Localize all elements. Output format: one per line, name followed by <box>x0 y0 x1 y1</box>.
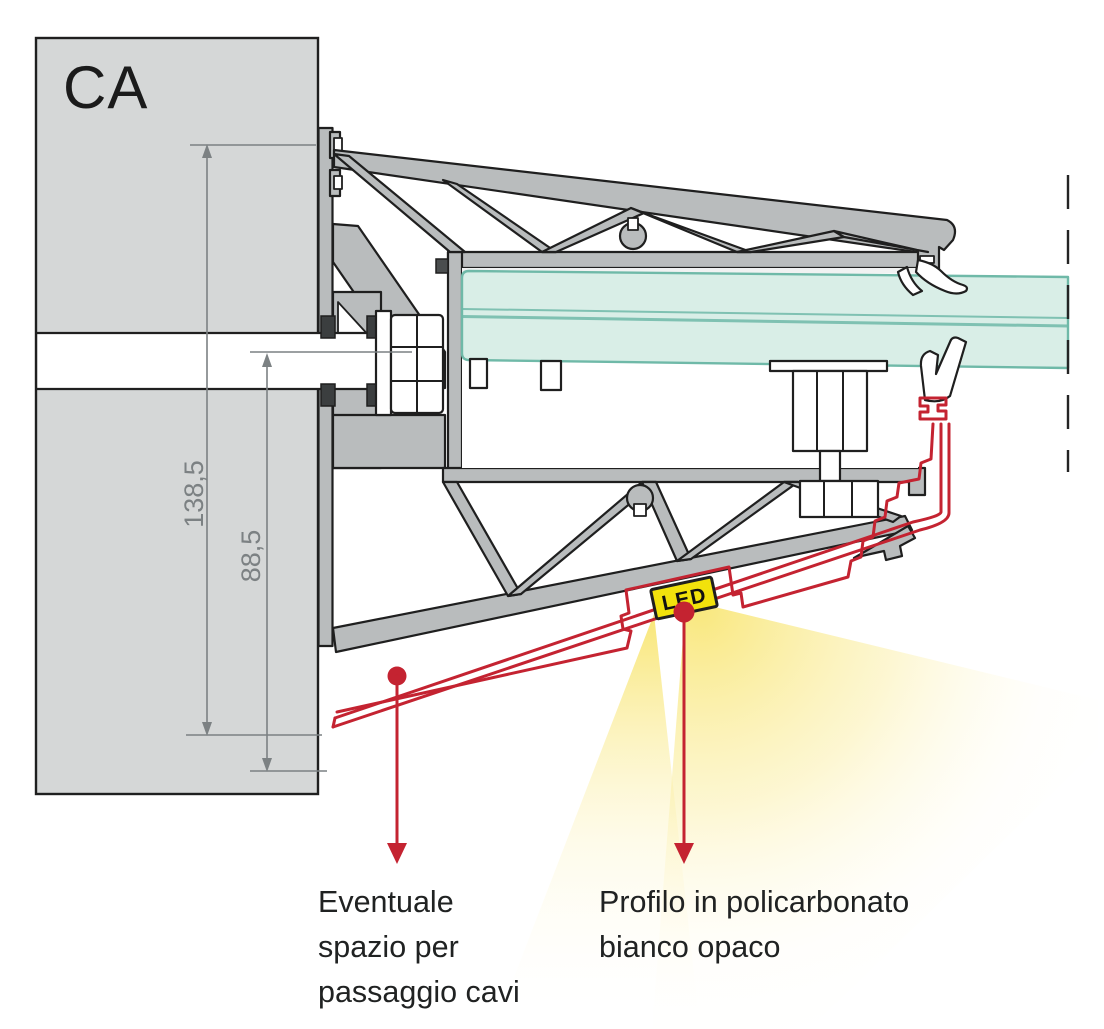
clamp-plate <box>768 359 889 373</box>
setting-block <box>468 357 489 390</box>
setting-block <box>539 359 563 392</box>
led-light-beams <box>494 600 1098 1029</box>
annotation-line: passaggio cavi <box>318 975 520 1009</box>
edge-spacer <box>435 258 449 274</box>
glazing-shelf <box>446 250 920 270</box>
annotation-line: Eventuale <box>318 885 454 919</box>
wall-label: CA <box>63 54 148 121</box>
polycarbonate-profile <box>331 396 951 729</box>
annotation-line: Profilo in policarbonato <box>599 885 909 919</box>
gasket-claw <box>896 258 969 297</box>
bolt-head <box>791 369 869 453</box>
profile-clip-detail <box>918 396 948 421</box>
clamp-bolt-assembly <box>768 359 889 519</box>
washer-plate <box>374 309 393 417</box>
annotation-line: bianco opaco <box>599 930 780 964</box>
glass-panel <box>460 269 1070 370</box>
leader-profile <box>673 601 695 864</box>
lower-truss-bottom-chord <box>331 514 914 654</box>
leader-cable-space <box>387 666 407 864</box>
glazing <box>435 258 1070 468</box>
dimension-lower-label: 88,5 <box>236 530 266 583</box>
light-beam-left <box>494 614 700 1029</box>
annotation-cable-space: Eventuale spazio per passaggio cavi <box>318 885 520 1009</box>
light-beam-right <box>652 600 1098 1029</box>
dimension-annotations: 138,5 88,5 <box>179 144 412 772</box>
glass-interlayer <box>461 315 1069 328</box>
anchor-bolt-assembly <box>320 309 445 417</box>
lock-nut <box>798 479 880 519</box>
glazing-channel-wall <box>446 250 464 472</box>
edge-clip <box>919 336 968 403</box>
wall-section <box>34 36 320 796</box>
dimension-overall-label: 138,5 <box>179 460 209 528</box>
annotation-profile: Profilo in policarbonato bianco opaco <box>599 885 909 964</box>
anchor-rod <box>37 331 379 391</box>
annotation-line: spazio per <box>318 930 459 964</box>
led-housing-outline <box>335 565 752 714</box>
